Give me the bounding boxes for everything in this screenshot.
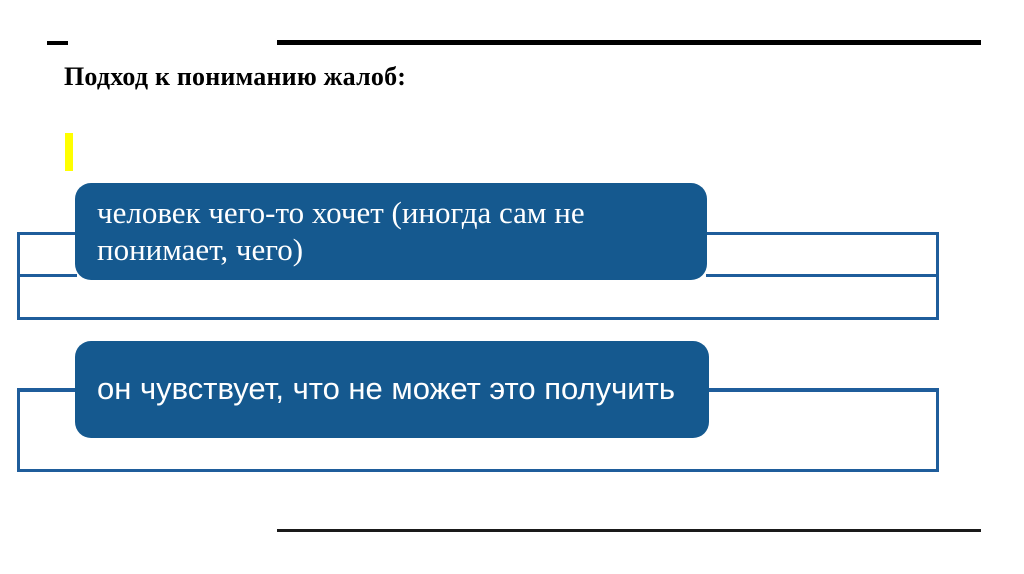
- connector-line-left-2: [17, 389, 77, 392]
- yellow-accent-marker: [65, 133, 73, 171]
- top-left-dash-decoration: [47, 41, 68, 45]
- connector-line-left-1: [17, 274, 77, 277]
- bottom-horizontal-rule: [277, 529, 981, 532]
- callout-box-2[interactable]: он чувствует, что не может это получить: [75, 341, 709, 438]
- top-horizontal-rule: [277, 40, 981, 45]
- callout-box-1-text: человек чего-то хочет (иногда сам не пон…: [97, 195, 585, 267]
- callout-box-2-text: он чувствует, что не может это получить: [97, 371, 675, 407]
- connector-line-right-1: [706, 274, 939, 277]
- callout-box-1[interactable]: человек чего-то хочет (иногда сам не пон…: [75, 183, 707, 280]
- page-title: Подход к пониманию жалоб:: [64, 62, 407, 91]
- connector-line-right-2: [706, 389, 939, 392]
